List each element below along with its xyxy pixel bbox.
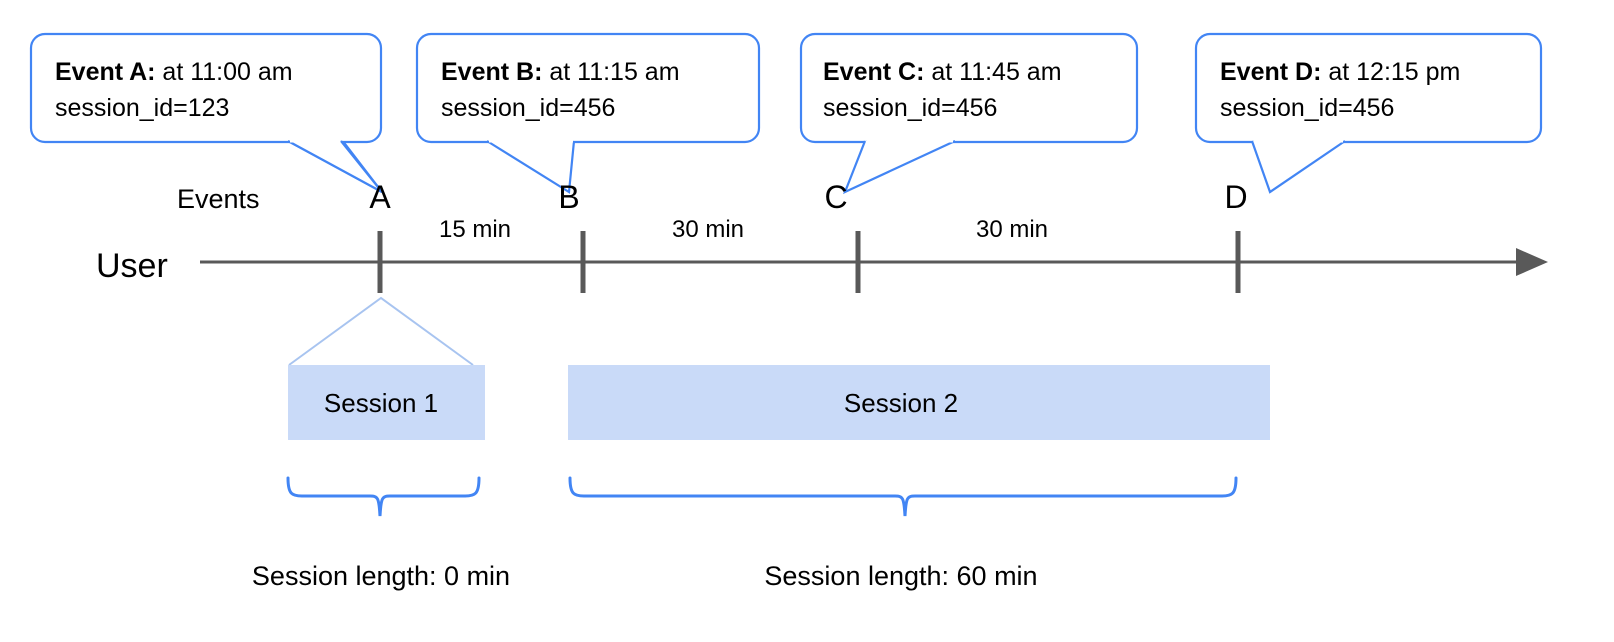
callout-c-line1: Event C: at 11:45 am: [823, 58, 1062, 86]
session-2-label: Session 2: [844, 388, 958, 418]
callout-a: [29, 32, 383, 193]
callout-b-title: Event B:: [441, 58, 542, 86]
callout-d-box: [1194, 32, 1543, 144]
callout-b: [415, 32, 761, 194]
callout-b-time: at 11:15 am: [542, 58, 679, 86]
callout-c-time: at 11:45 am: [924, 58, 1061, 86]
session-2-length-label: Session length: 60 min: [764, 561, 1037, 591]
callout-a-line2: session_id=123: [55, 94, 229, 122]
callout-a-time: at 11:00 am: [155, 58, 292, 86]
event-letter-d: D: [1224, 179, 1247, 215]
callout-c: [799, 32, 1139, 195]
session-1-tent-connector: [288, 296, 474, 366]
session-2-brace: [568, 476, 1238, 517]
duration-label-cd: 30 min: [976, 216, 1048, 243]
session-1-brace: [286, 476, 481, 517]
timeline-arrow-icon: [1516, 248, 1548, 276]
callout-c-box: [799, 32, 1139, 144]
callout-a-box: [29, 32, 383, 144]
callout-d-line1: Event D: at 12:15 pm: [1220, 58, 1460, 86]
callout-b-line1: Event B: at 11:15 am: [441, 58, 680, 86]
lane-label-events: Events: [177, 184, 260, 214]
callout-d: [1194, 32, 1543, 194]
session-1-label: Session 1: [324, 388, 438, 418]
callout-b-line2: session_id=456: [441, 94, 615, 122]
callout-a-title: Event A:: [55, 58, 155, 86]
callout-a-line1: Event A: at 11:00 am: [55, 58, 293, 86]
callout-d-title: Event D:: [1220, 58, 1321, 86]
session-1-bar: [288, 365, 485, 440]
callout-d-time: at 12:15 pm: [1321, 58, 1460, 86]
callout-d-line2: session_id=456: [1220, 94, 1394, 122]
callout-b-box: [415, 32, 761, 144]
event-letter-c: C: [824, 179, 847, 215]
event-letter-b: B: [558, 179, 579, 215]
event-letter-a: A: [369, 179, 391, 215]
duration-label-bc: 30 min: [672, 216, 744, 243]
session-1-length-label: Session length: 0 min: [252, 561, 510, 591]
duration-label-ab: 15 min: [439, 216, 511, 243]
session-2-bar: [568, 365, 1270, 440]
lane-label-user: User: [96, 247, 168, 285]
callout-c-line2: session_id=456: [823, 94, 997, 122]
callout-c-title: Event C:: [823, 58, 924, 86]
